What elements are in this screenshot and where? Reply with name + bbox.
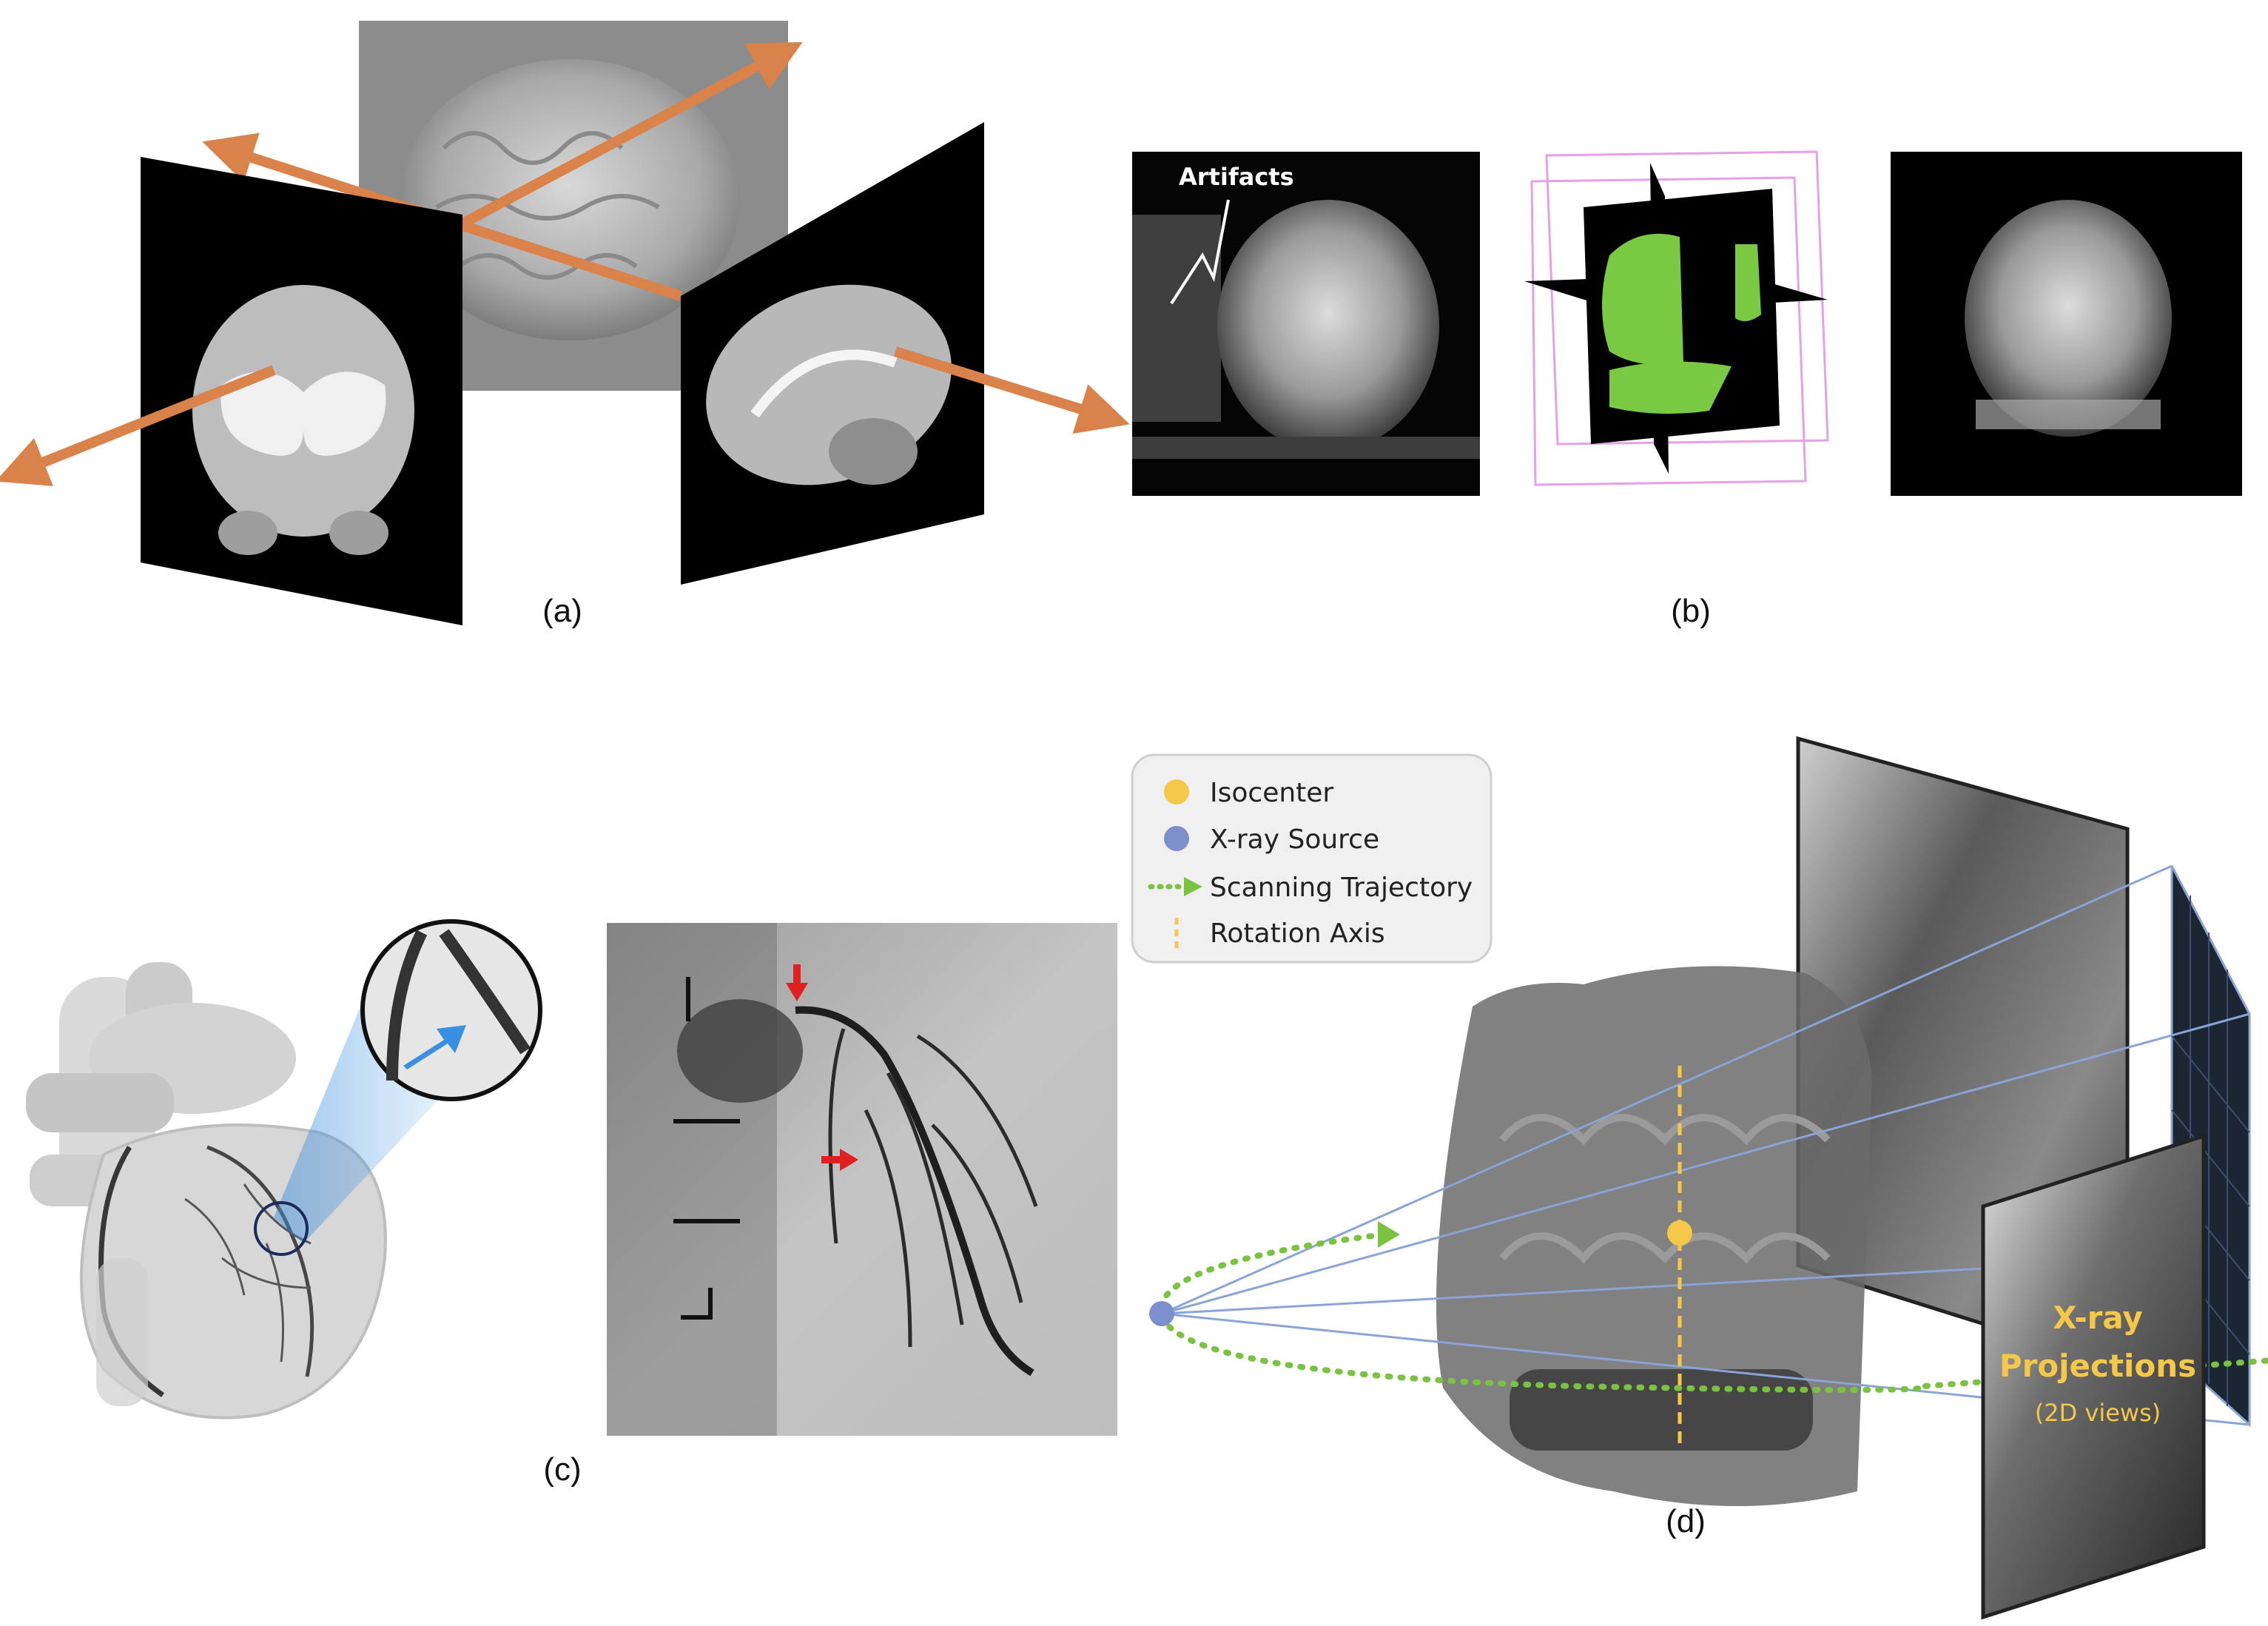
brain-gyri-lines	[435, 131, 660, 280]
legend-background	[1131, 753, 1493, 964]
angiogram-catheter-loop	[677, 999, 803, 1103]
angiogram-branches	[828, 1028, 1038, 1348]
magnified-blue-arrow	[403, 1025, 466, 1069]
coronary-artery-branch	[206, 1145, 314, 1377]
isocenter-marker	[1667, 1220, 1692, 1246]
angiogram-sternal-wires	[673, 977, 740, 1320]
legend-box: Isocenter X-ray Source Scanning Trajecto…	[1131, 753, 1493, 964]
scanning-trajectory	[1157, 1232, 2268, 1393]
legend-trajectory-arrowhead	[1184, 877, 1202, 896]
heart-vessel-tube-3	[26, 1073, 174, 1132]
skull-clean	[1965, 200, 2172, 437]
projection-subtitle: (2D views)	[2035, 1399, 2161, 1427]
segmentation-green-right	[1735, 244, 1761, 321]
trajectory-arrowhead	[1378, 1221, 1400, 1248]
sagittal-cerebellum	[829, 418, 918, 485]
xray-source-marker	[1149, 1301, 1174, 1326]
ray-1	[1161, 864, 2173, 1315]
legend-isocenter-label: Isocenter	[1210, 778, 1333, 808]
artifacts-pointer-line	[1170, 199, 1230, 305]
legend-axis-label: Rotation Axis	[1210, 918, 1385, 949]
legend-isocenter-marker	[1164, 779, 1189, 804]
skull-jaw-band	[1976, 400, 2161, 429]
orange-axis-arrow-4	[893, 346, 1130, 434]
artifact-noise-block	[1132, 215, 1221, 422]
panel-b-ct-reconstruction: Artifacts	[1132, 150, 2242, 496]
projection-title-line-2: Projections	[1999, 1348, 2196, 1384]
magnified-vessel-1	[386, 930, 428, 1081]
coronal-cerebellum-left	[218, 511, 277, 555]
skull-with-artifacts	[1217, 200, 1439, 451]
artifacts-label: Artifacts	[1179, 163, 1294, 191]
caption-b: (b)	[1671, 593, 1711, 629]
caption-c: (c)	[543, 1451, 581, 1488]
caption-d: (d)	[1666, 1503, 1706, 1539]
bbox-front	[1530, 176, 1807, 486]
heart-vessel-tube-5	[96, 1258, 148, 1406]
projection-panel-front	[1981, 1133, 2206, 1620]
angiogram-image	[607, 923, 1117, 1436]
projection-title-line-1: X-ray	[2053, 1300, 2143, 1336]
sagittal-corpus-callosum	[750, 349, 898, 418]
ray-2	[1161, 1012, 2250, 1315]
caption-a: (a)	[542, 593, 582, 629]
coronary-artery-network	[184, 1183, 312, 1363]
bbox-back	[1545, 150, 1829, 446]
focus-circle	[254, 1201, 309, 1256]
artifact-band	[1132, 437, 1480, 459]
red-arrow-top	[786, 964, 808, 1001]
panel-c-coronary	[26, 919, 1117, 1436]
segmentation-green-upper	[1602, 233, 1683, 365]
jaw-teeth-rows	[1499, 1114, 1831, 1264]
panel-a-brain-planes	[0, 21, 1130, 625]
panel-d-cbct: Isocenter X-ray Source Scanning Trajecto…	[1131, 736, 2268, 1620]
coronal-white-matter	[221, 372, 386, 456]
coronal-cerebellum-right	[329, 511, 388, 555]
detector-grid-lines	[2171, 896, 2250, 1406]
segmentation-green-lower	[1609, 361, 1732, 414]
orange-axis-arrow-3	[0, 365, 276, 486]
red-arrow-left	[821, 1149, 858, 1171]
jaw-mandible-base	[1510, 1369, 1813, 1451]
orange-axis-arrow-1	[448, 41, 803, 235]
legend-source-marker	[1164, 826, 1189, 851]
segmentation-planes-3d	[1524, 150, 1829, 486]
brain-3d-shape	[400, 59, 740, 340]
angiogram-dark-left	[607, 923, 777, 1436]
magnified-vessel-2	[439, 929, 531, 1055]
legend-source-label: X-ray Source	[1210, 824, 1379, 855]
angiogram-main-artery	[795, 1006, 1034, 1377]
legend-trajectory-label: Scanning Trajectory	[1210, 873, 1473, 903]
